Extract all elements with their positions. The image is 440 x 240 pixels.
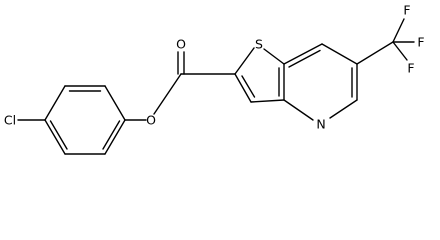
atom-fluorine-top: F (403, 3, 410, 18)
pyridine-ring (283, 43, 358, 121)
bond (250, 99, 285, 103)
bond (321, 43, 358, 65)
bond (263, 48, 285, 65)
double-bond-inner (241, 75, 256, 98)
double-bond-inner (49, 120, 68, 150)
bond (283, 99, 314, 121)
atom-sulfur: S (255, 37, 263, 52)
atom-fluorine-right: F (417, 35, 424, 50)
bond-ring-cf3 (356, 41, 394, 65)
bond-o-carbonyl (153, 73, 182, 115)
bond (283, 43, 323, 65)
chlorophenyl-ring (44, 85, 126, 155)
bond (329, 99, 358, 119)
chemical-structure: Cl O O S N F F F (4, 3, 425, 155)
bond (234, 47, 255, 75)
atom-chlorine: Cl (4, 113, 16, 128)
thiophene-ring (234, 47, 285, 103)
double-bond-inner (288, 49, 321, 68)
bond-c-f (392, 41, 408, 61)
bond-c-f (392, 18, 405, 43)
atom-fluorine-bottom: F (407, 61, 414, 76)
structure-canvas: Cl O O S N F F F (4, 3, 425, 155)
bond (234, 73, 252, 103)
double-bond-inner (102, 120, 121, 150)
atom-nitrogen: N (316, 117, 325, 132)
bond (44, 85, 66, 121)
bond (44, 119, 66, 155)
atom-ester-oxygen: O (146, 113, 156, 128)
atom-carbonyl-oxygen: O (176, 37, 186, 52)
bond (104, 119, 126, 155)
bond (104, 85, 126, 121)
